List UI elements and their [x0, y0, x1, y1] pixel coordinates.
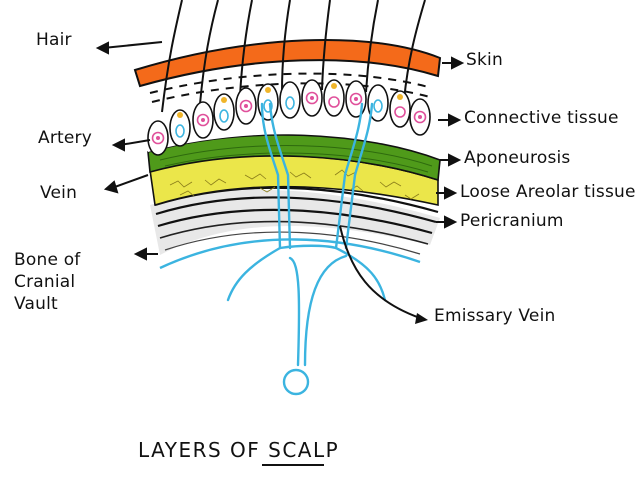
hair-shafts [161, 0, 426, 113]
follicle-cell [409, 98, 431, 136]
pericranium-line-2 [155, 196, 437, 224]
label-pericranium: Pericranium [460, 211, 564, 231]
title-underline [262, 464, 324, 466]
skin-layer [133, 38, 442, 88]
label-arrows [95, 41, 465, 261]
bone-line-1 [159, 220, 429, 245]
skin-dash-texture [149, 72, 433, 103]
emissary-arrowhead [415, 313, 428, 324]
follicle-cell [323, 79, 345, 117]
emissary-pointer [339, 225, 421, 319]
bone-inner-surface [159, 238, 421, 270]
label-bone-line-2: Cranial [14, 271, 76, 292]
follicle-cell [301, 79, 323, 117]
follicle-cell [389, 90, 411, 128]
label-artery: Artery [38, 128, 92, 148]
label-vein: Vein [40, 183, 78, 203]
label-loose-areolar-tissue: Loose Areolar tissue [460, 182, 636, 202]
follicle-cell [279, 81, 301, 119]
aponeurosis-texture [159, 145, 433, 173]
emissary-veins [226, 102, 387, 367]
follicle-cell [169, 109, 191, 147]
label-connective-tissue: Connective tissue [464, 108, 619, 128]
label-bone-of-cranial-vault: Bone of Cranial Vault [14, 250, 104, 314]
emissary-vein-bulb [282, 368, 310, 396]
bone-line-2 [164, 231, 421, 255]
follicle-cell [235, 87, 257, 125]
artery-cell [147, 120, 169, 156]
pericranium-line-3 [157, 208, 433, 235]
label-bone-line-1: Bone of [14, 250, 81, 270]
aponeurosis-layer [147, 134, 441, 182]
follicle-cell [213, 93, 235, 131]
follicle-cell [345, 80, 367, 118]
label-bone-line-3: Vault [14, 293, 58, 314]
diagram-title: LAYERS OF SCALP [138, 438, 340, 462]
label-aponeurosis: Aponeurosis [464, 148, 571, 168]
label-skin: Skin [466, 50, 503, 70]
follicle-cell [367, 84, 389, 122]
label-hair: Hair [36, 30, 72, 50]
follicle-cell [192, 101, 214, 139]
label-emissary-vein: Emissary Vein [434, 306, 556, 326]
follicle-cell [257, 83, 279, 121]
